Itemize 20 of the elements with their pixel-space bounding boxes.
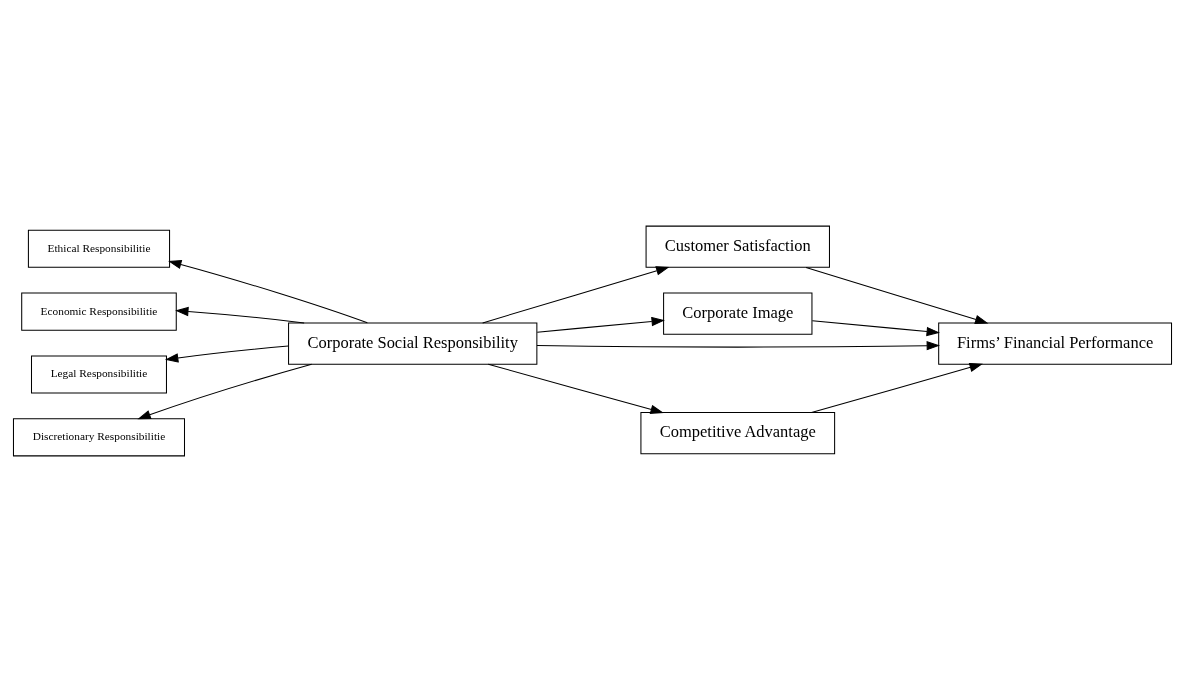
node-box: Corporate Image <box>663 292 813 335</box>
arrow <box>811 362 983 413</box>
node-box: Firms’ Financial Performance <box>938 321 1173 365</box>
node-box: Economic Responsibilitie <box>21 292 177 331</box>
arrow <box>536 340 941 350</box>
arrow <box>164 344 289 363</box>
node-box: Legal Responsibilitie <box>31 354 167 394</box>
arrow <box>805 266 989 324</box>
node-box: Ethical Responsibilitie <box>27 229 171 268</box>
arrow <box>175 306 305 323</box>
arrow <box>487 363 664 414</box>
node-box: Competitive Advantage <box>640 411 836 454</box>
arrow <box>536 316 665 333</box>
arrow <box>168 259 368 323</box>
node-box: Customer Satisfaction <box>645 225 830 268</box>
arrow <box>811 319 940 336</box>
node-box: Corporate Social Responsibility <box>288 321 538 365</box>
arrow <box>137 363 313 419</box>
node-box: Discretionary Responsibilitie <box>12 417 185 456</box>
arrow <box>482 265 670 323</box>
